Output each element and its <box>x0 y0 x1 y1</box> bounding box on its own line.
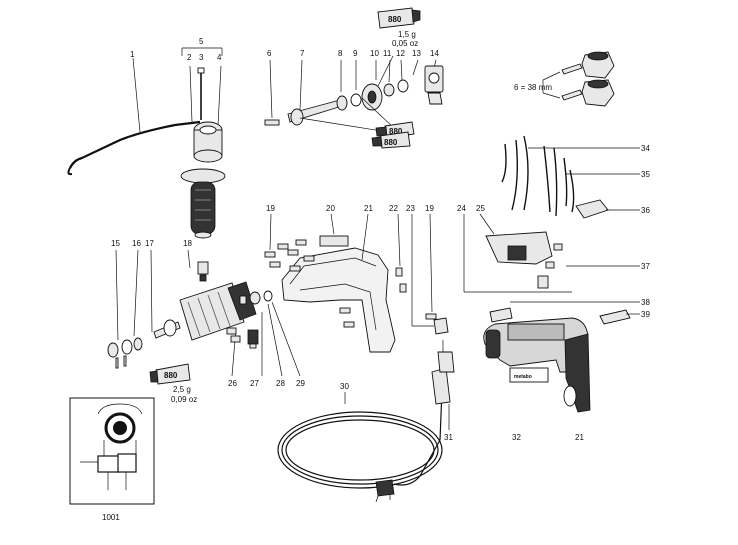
callout-10: 10 <box>370 49 379 58</box>
side-handle-rod <box>67 57 201 176</box>
grease-amount-bottom-oz: 0,09 oz <box>171 395 197 404</box>
housing-screws <box>264 213 449 335</box>
callout-22: 22 <box>389 204 398 213</box>
callout-19-second: 19 <box>425 204 434 213</box>
callout-25: 25 <box>476 204 485 213</box>
callout-31: 31 <box>444 433 453 442</box>
callout-23: 23 <box>406 204 415 213</box>
callout-11: 11 <box>383 49 392 58</box>
grease-tube-label: 880 <box>164 371 178 380</box>
brush-holder-parts <box>226 327 259 349</box>
depth-stop-clamp-assembly <box>181 47 223 163</box>
callout-21-second: 21 <box>575 433 584 442</box>
spindle-assembly <box>264 55 444 133</box>
callout-14: 14 <box>430 49 439 58</box>
wiring-inset <box>69 397 155 505</box>
callout-27: 27 <box>250 379 259 388</box>
callout-26: 26 <box>228 379 237 388</box>
callout-28: 28 <box>276 379 285 388</box>
grease-tube-mid-2: 880 <box>371 131 411 149</box>
chuck-variants <box>542 51 615 107</box>
callout-34: 34 <box>641 144 650 153</box>
callout-15: 15 <box>111 239 120 248</box>
callout-3: 3 <box>199 53 204 62</box>
grease-amount-bottom: 2,5 g <box>173 385 191 394</box>
grease-tube-top: 880 <box>377 7 421 29</box>
brand-plate-text: metabo <box>514 374 532 380</box>
callout-4: 4 <box>217 53 222 62</box>
callout-1001: 1001 <box>102 513 120 522</box>
callout-37: 37 <box>641 262 650 271</box>
drill-bit-size-note: 6 = 38 mm <box>514 83 552 92</box>
housing-half <box>281 213 407 353</box>
side-handle-grip <box>180 168 226 239</box>
switch-assembly <box>463 213 572 293</box>
grease-amount-top-oz: 0,05 oz <box>392 39 418 48</box>
grease-tube-label: 880 <box>388 15 402 24</box>
callout-16: 16 <box>132 239 141 248</box>
grease-tube-label: 880 <box>384 138 398 147</box>
armature-assembly <box>107 249 301 377</box>
callout-6: 6 <box>267 49 272 58</box>
grease-tube-label: 880 <box>389 127 403 136</box>
grease-amount-top: 1,5 g <box>398 30 416 39</box>
wire-set <box>501 135 640 267</box>
callout-8: 8 <box>338 49 343 58</box>
callout-36: 36 <box>641 206 650 215</box>
callout-32: 32 <box>512 433 521 442</box>
callout-13: 13 <box>412 49 421 58</box>
callout-12: 12 <box>396 49 405 58</box>
callout-30: 30 <box>340 382 349 391</box>
callout-39: 39 <box>641 310 650 319</box>
grease-tube-bottom: 880 <box>149 363 191 385</box>
complete-drill <box>483 301 640 413</box>
callout-35: 35 <box>641 170 650 179</box>
callout-1: 1 <box>130 50 135 59</box>
callout-19: 19 <box>266 204 275 213</box>
callout-17: 17 <box>145 239 154 248</box>
callout-24: 24 <box>457 204 466 213</box>
callout-38: 38 <box>641 298 650 307</box>
callout-18: 18 <box>183 239 192 248</box>
callout-29: 29 <box>296 379 305 388</box>
callout-9: 9 <box>353 49 358 58</box>
power-cord <box>277 340 455 503</box>
callout-7: 7 <box>300 49 305 58</box>
callout-2: 2 <box>187 53 192 62</box>
callout-21: 21 <box>364 204 373 213</box>
callout-5: 5 <box>199 37 204 46</box>
callout-20: 20 <box>326 204 335 213</box>
